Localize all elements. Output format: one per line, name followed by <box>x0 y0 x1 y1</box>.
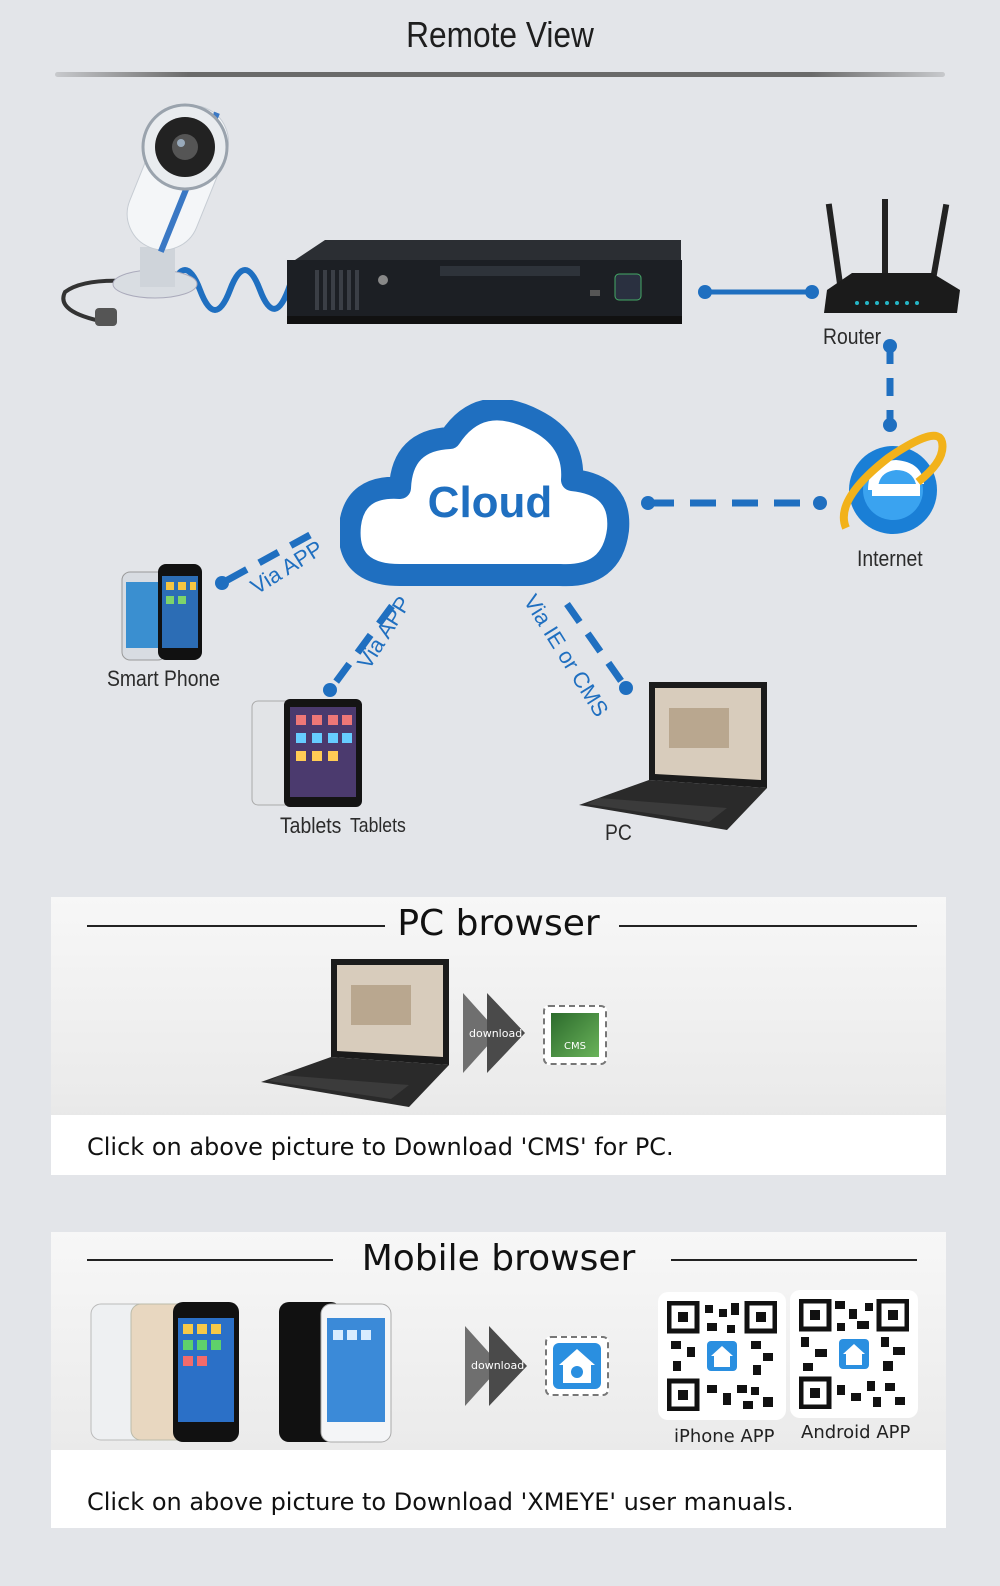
mobile-download-instruction[interactable]: Click on above picture to Download 'XMEY… <box>87 1488 794 1516</box>
tablets-label-secondary: Tablets <box>350 815 406 837</box>
page-title: Remote View <box>406 14 594 55</box>
cloud-label: Cloud <box>427 478 553 527</box>
smartphone-icon <box>121 564 202 661</box>
pc-download-instruction[interactable]: Click on above picture to Download 'CMS'… <box>87 1133 674 1161</box>
pc-panel-footer: Click on above picture to Download 'CMS'… <box>51 1115 946 1175</box>
iphone-app-label: iPhone APP <box>674 1426 775 1447</box>
mobile-panel-footer: Click on above picture to Download 'XMEY… <box>51 1450 946 1528</box>
pc-laptop-download-image[interactable] <box>259 957 454 1112</box>
camera-cable <box>167 267 293 313</box>
iphone-download-image[interactable] <box>89 1300 241 1446</box>
internet-label: Internet <box>857 546 923 571</box>
android-app-label: Android APP <box>801 1422 911 1443</box>
pc-browser-title: PC browser <box>397 903 600 944</box>
cloud-tablet-link <box>327 603 395 693</box>
home-camera-icon <box>553 1343 601 1389</box>
tablets-label: Tablets <box>280 813 342 838</box>
mobile-download-arrow-icon <box>465 1326 527 1406</box>
tablet-icon <box>251 699 362 807</box>
mobile-browser-title: Mobile browser <box>361 1238 636 1279</box>
pc-browser-panel: PC browser download CMS Click on above p… <box>51 897 946 1175</box>
xmeye-app-icon[interactable] <box>545 1336 609 1396</box>
cloud-icon <box>340 400 630 587</box>
title-divider <box>55 72 945 77</box>
iphone-qr-code[interactable] <box>658 1292 786 1420</box>
cloud-pc-link <box>564 601 629 691</box>
qr-code-icon <box>667 1301 777 1411</box>
laptop-icon <box>579 682 767 830</box>
mobile-browser-panel: Mobile browser download <box>51 1232 946 1528</box>
cloud-phone-link <box>220 531 312 587</box>
pc-download-arrow-icon <box>463 993 525 1073</box>
internet-explorer-icon <box>839 431 947 534</box>
cms-app-icon[interactable]: CMS <box>543 1005 607 1065</box>
smartphone-label: Smart Phone <box>107 666 220 691</box>
pc-label: PC <box>605 820 632 845</box>
camera-icon <box>61 103 229 326</box>
qr-code-icon <box>799 1299 909 1409</box>
router-label: Router <box>823 324 882 349</box>
connection-lines <box>167 267 897 697</box>
pc-download-label: download <box>469 1027 523 1040</box>
mobile-download-label: download <box>471 1359 525 1372</box>
android-qr-code[interactable] <box>790 1290 918 1418</box>
android-phone-download-image[interactable] <box>277 1300 393 1446</box>
cms-icon-label: CMS <box>564 1041 586 1052</box>
dvr-device-icon <box>287 240 682 324</box>
router-icon <box>824 199 960 313</box>
